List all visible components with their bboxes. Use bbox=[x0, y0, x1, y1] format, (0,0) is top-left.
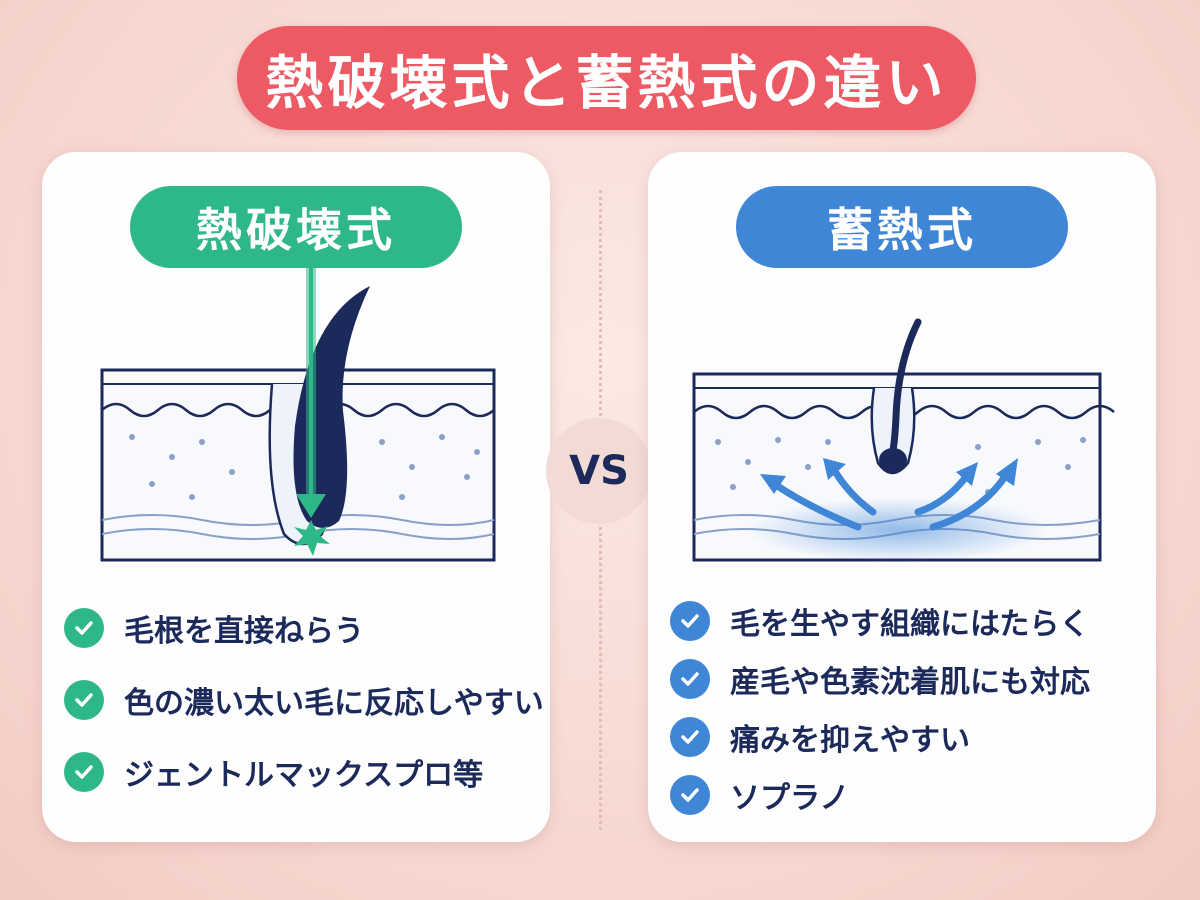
check-icon bbox=[64, 752, 104, 792]
check-icon bbox=[670, 775, 710, 815]
thermal-destruction-card: 熱破壊式 毛根を直接ねらう 色の濃い太い毛に反応し bbox=[42, 152, 550, 842]
check-icon bbox=[670, 717, 710, 757]
feature-item: 色の濃い太い毛に反応しやすい bbox=[64, 664, 544, 736]
vs-badge: VS bbox=[546, 418, 652, 524]
heat-storage-card: 蓄熱式 bbox=[648, 152, 1156, 842]
feature-item: 産毛や色素沈着肌にも対応 bbox=[670, 650, 1140, 708]
check-icon bbox=[670, 601, 710, 641]
feature-item: ジェントルマックスプロ等 bbox=[64, 736, 534, 808]
heat-storage-feature-list: 毛を生やす組織にはたらく 産毛や色素沈着肌にも対応 痛みを抑えやすい ソプラノ bbox=[670, 592, 1140, 824]
thermal-destruction-heading: 熱破壊式 bbox=[130, 186, 462, 268]
feature-text: ソプラノ bbox=[730, 781, 850, 816]
check-icon bbox=[64, 680, 104, 720]
feature-text: 痛みを抑えやすい bbox=[730, 723, 970, 758]
feature-text: 色の濃い太い毛に反応しやすい bbox=[124, 686, 544, 721]
feature-item: ソプラノ bbox=[670, 766, 1140, 824]
feature-item: 毛根を直接ねらう bbox=[64, 592, 534, 664]
spark-icon bbox=[294, 520, 330, 556]
feature-text: 産毛や色素沈着肌にも対応 bbox=[730, 665, 1090, 700]
check-icon bbox=[64, 608, 104, 648]
feature-text: ジェントルマックスプロ等 bbox=[124, 758, 484, 793]
feature-text: 毛根を直接ねらう bbox=[124, 614, 364, 649]
check-icon bbox=[670, 659, 710, 699]
thermal-destruction-feature-list: 毛根を直接ねらう 色の濃い太い毛に反応しやすい ジェントルマックスプロ等 bbox=[64, 592, 544, 808]
heat-storage-heading: 蓄熱式 bbox=[736, 186, 1068, 268]
heat-storage-diagram bbox=[692, 318, 1115, 562]
feature-item: 痛みを抑えやすい bbox=[670, 708, 1140, 766]
page-title: 熱破壊式と蓄熱式の違い bbox=[237, 26, 976, 130]
feature-text: 毛を生やす組織にはたらく bbox=[730, 607, 1090, 642]
thermal-destruction-diagram bbox=[100, 262, 496, 562]
feature-item: 毛を生やす組織にはたらく bbox=[670, 592, 1140, 650]
